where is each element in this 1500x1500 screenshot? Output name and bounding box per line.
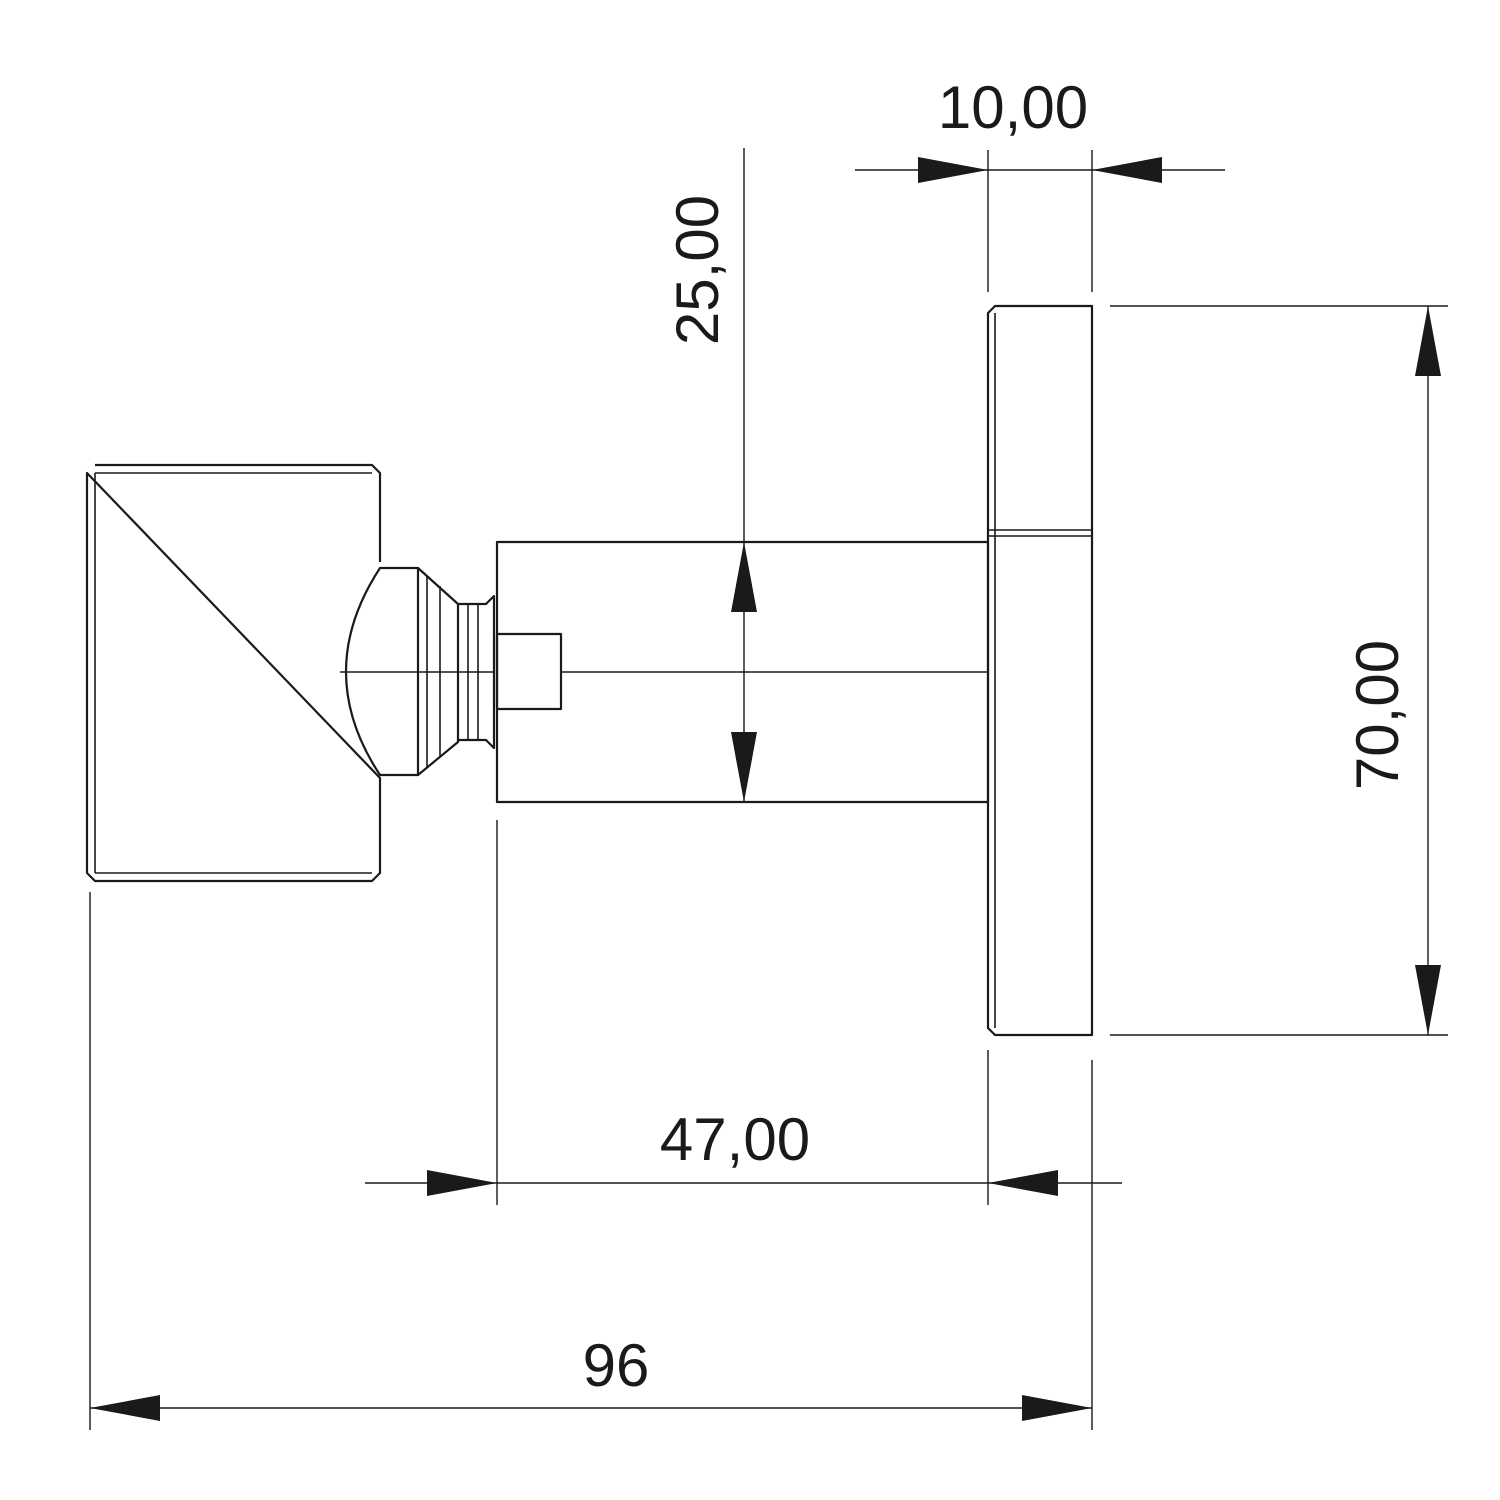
dimension-flange-diameter: 70,00 bbox=[1110, 305, 1448, 1036]
dim-label-47: 47,00 bbox=[660, 1106, 810, 1173]
dim-label-25: 25,00 bbox=[664, 195, 731, 345]
dim-label-10: 10,00 bbox=[938, 74, 1088, 141]
dim-label-96: 96 bbox=[583, 1332, 650, 1399]
dimension-flange-thickness: 10,00 bbox=[855, 74, 1225, 292]
knob-neck bbox=[340, 566, 496, 777]
dim-label-70: 70,00 bbox=[1344, 640, 1411, 790]
knob bbox=[85, 463, 382, 883]
dimension-cylinder-length: 47,00 bbox=[365, 820, 1122, 1205]
flange bbox=[986, 304, 1094, 1037]
dimension-overall-length: 96 bbox=[89, 892, 1093, 1430]
dimension-projection: 25,00 bbox=[664, 148, 757, 802]
